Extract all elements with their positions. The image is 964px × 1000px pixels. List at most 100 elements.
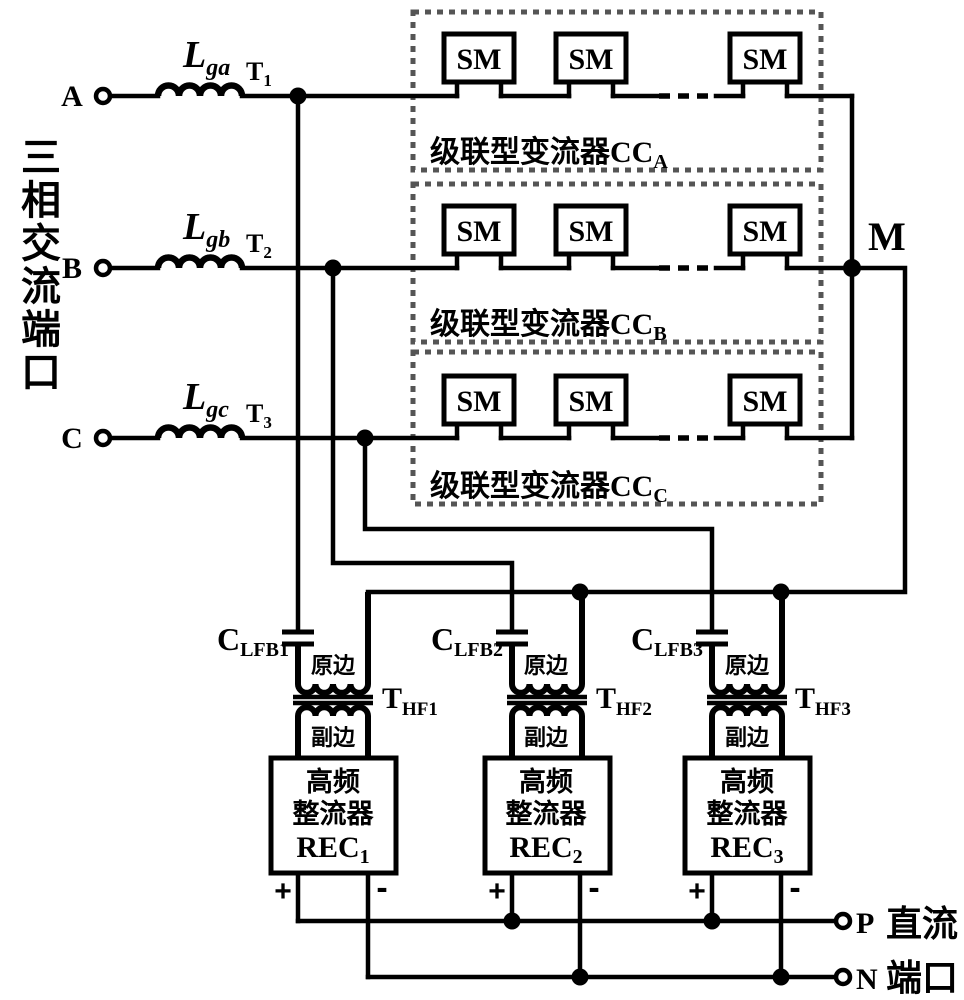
transformer-thf2-label: THF2 [596,682,652,720]
transformer-thf1 [293,592,373,758]
sm-label: SM [457,215,502,248]
phase-c-terminal [93,428,113,448]
p-rail-junction-dot [503,912,521,930]
primary-return-bus [365,265,908,595]
rec3-text-line2: 整流器 [707,799,789,829]
node-t2-dot [324,259,342,277]
inductor-lgc [154,424,246,439]
converter-c-dashed-border [410,349,824,507]
sm-label: SM [457,43,502,76]
inductor-lga-label: Lga [182,34,230,81]
lgc-sub: gc [205,397,229,423]
thf1-secondary-label: 副边 [311,725,356,750]
sm-label: SM [743,43,788,76]
node-t2-label: T2 [246,229,272,262]
phase-b-terminal-label: B [62,252,82,285]
cap-clfb2-label: CLFB2 [431,621,503,661]
phase-b-wires [107,254,855,271]
rec2-name: REC2 [509,831,582,868]
terminals [93,86,853,987]
sm-box [553,31,629,85]
converter-box-a [410,9,824,173]
rec2-plus-label: + [488,875,506,908]
inductor-lgc-label: Lgc [182,376,229,423]
p-rail-junction-dot [703,912,721,930]
n-rail-junction-dot [772,968,790,986]
sm-box [441,203,517,257]
node-t3-label: T3 [246,399,272,432]
sm-label: SM [457,385,502,418]
n-rail-junction-dot [571,968,589,986]
phase-a-wires [107,82,855,99]
lgb-sub: gb [205,227,230,253]
phase-a-terminal-label: A [61,80,83,113]
sm-box [441,31,517,85]
lga-main: L [182,34,206,76]
rec1-name-main: REC [296,831,359,864]
sm-box [727,203,803,257]
rec1-box [268,755,399,876]
t2-sub: 2 [263,243,272,262]
converter-a-label-sub: A [653,151,668,173]
rec1-text-line1: 高频 [306,766,360,797]
sm-label: SM [743,215,788,248]
clfb2-sub: LFB2 [454,639,503,661]
converter-box-c [410,349,824,507]
converter-c-label-sub: C [653,485,667,507]
rec3-minus-label: - [789,869,800,907]
sm-box [727,31,803,85]
node-t1-dot [289,87,307,105]
clfb3-main: C [631,621,654,657]
thf3-primary-label: 原边 [725,653,770,678]
junction-dots [289,87,861,986]
thf1-sub: HF1 [402,699,438,720]
converter-a-label-main: 级联型变流器CC [430,135,653,169]
rec3-name-main: REC [710,831,773,864]
rec1-name: REC1 [296,831,369,868]
thf3-primary-winding [709,592,785,696]
bus-junction-dot [571,583,589,601]
phase-b-terminal [93,258,113,278]
branch-feed-wires [295,93,715,633]
t2-main: T [246,229,263,258]
converter-b-dashed-border [410,181,824,345]
transformer-thf2 [507,592,587,758]
inductor-lgb [154,254,246,269]
sm-label: SM [569,385,614,418]
clfb3-sub: LFB3 [654,639,703,661]
rec2-minus-label: - [588,869,599,907]
t2-feed [330,265,515,633]
thf3-secondary-winding [709,704,785,758]
thf1-secondary-winding [295,704,371,758]
capacitor-clfb1 [282,629,314,647]
phase-c-wires [107,424,855,441]
sm-label: SM [743,385,788,418]
sm-box [441,373,517,427]
thf3-main: T [795,682,815,715]
rec2-name-sub: 2 [573,846,583,868]
thf1-main: T [382,682,402,715]
t1-sub: 1 [263,71,272,90]
rec2-text-line2: 整流器 [506,799,588,829]
thf1-primary-winding [295,592,371,696]
converter-b-label: 级联型变流器CCB [430,307,667,345]
converter-c-label: 级联型变流器CCC [430,469,668,507]
transformer-thf3 [707,592,787,758]
sm-box [553,203,629,257]
node-m-dot [843,259,861,277]
sm-modules-converter-b: SM SM SM [441,203,803,271]
rec1-minus-label: - [376,869,387,907]
clfb1-sub: LFB1 [240,639,289,661]
rec1-plus-label: + [274,875,292,908]
thf3-secondary-label: 副边 [725,725,770,750]
node-t3-dot [356,429,374,447]
ac-port-caption: 三相交流端口 [15,136,59,394]
sm-label: SM [569,215,614,248]
thf3-sub: HF3 [815,699,851,720]
inductor-lga [154,82,246,97]
rec1-name-sub: 1 [360,846,370,868]
converter-a-label: 级联型变流器CCA [430,135,668,173]
rec1-text-line2: 整流器 [293,799,375,829]
rec3-name: REC3 [710,831,783,868]
